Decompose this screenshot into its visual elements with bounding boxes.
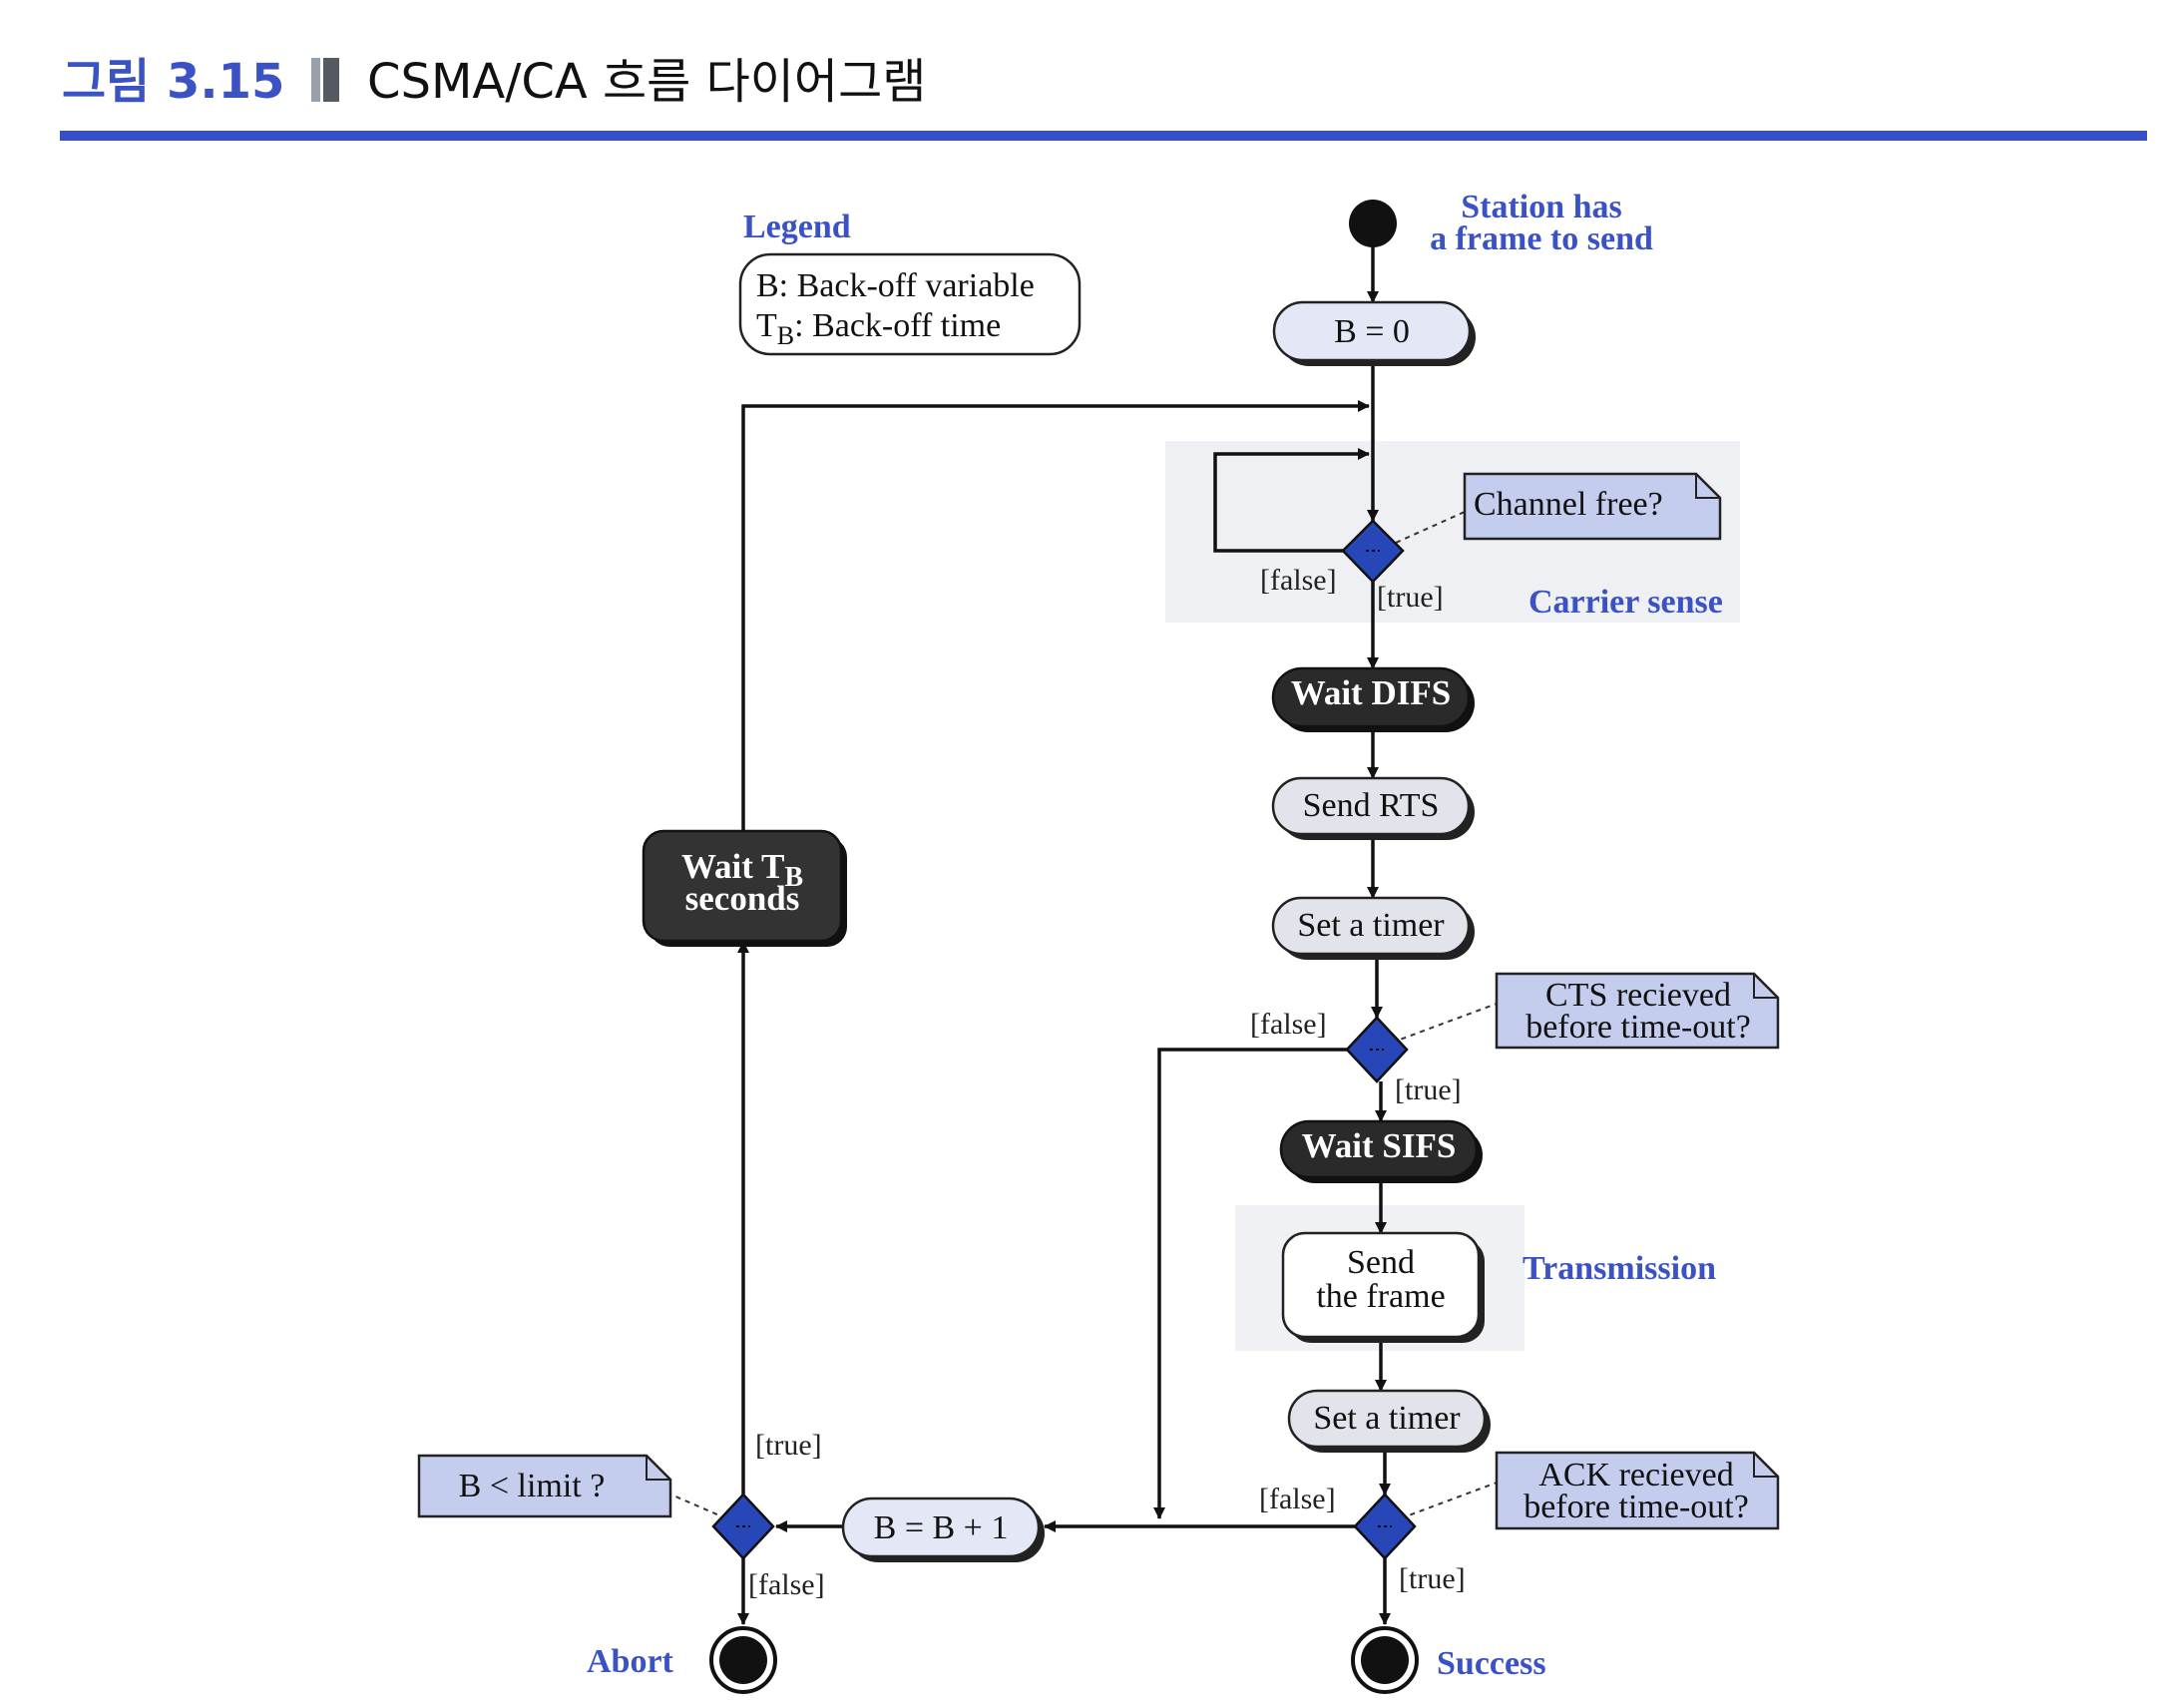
header-bar-icon-dark	[323, 58, 339, 102]
cts-true-guard: [true]	[1395, 1073, 1462, 1106]
send-frame-line1: Send	[1347, 1244, 1415, 1281]
ack-true-guard: [true]	[1399, 1562, 1466, 1595]
legend: Legend B: Back-off variable TB: Back-off…	[738, 209, 1082, 356]
ack-note: ACK recieved before time-out?	[1495, 1451, 1780, 1530]
connectors	[737, 245, 1391, 1625]
success-label: Success	[1437, 1645, 1546, 1682]
b-increment-node: B = B + 1	[841, 1496, 1045, 1562]
cts-note-line1: CTS recieved	[1545, 977, 1731, 1014]
carrier-sense-label: Carrier sense	[1528, 584, 1723, 621]
limit-true-guard: [true]	[755, 1429, 822, 1462]
cts-note-line2: before time-out?	[1525, 1009, 1751, 1046]
wait-difs-node: Wait DIFS	[1271, 666, 1475, 732]
wait-tb-line1: Wait TB	[681, 847, 803, 893]
start-label-line2: a frame to send	[1430, 220, 1653, 257]
b-equals-zero-label: B = 0	[1334, 313, 1410, 350]
abort-label: Abort	[587, 1643, 674, 1680]
cts-note: CTS recieved before time-out?	[1495, 972, 1780, 1050]
channel-free-decision	[1341, 519, 1405, 584]
b-equals-zero-node: B = 0	[1272, 300, 1476, 366]
success-end-node	[1351, 1626, 1419, 1694]
send-frame-line2: the frame	[1316, 1278, 1445, 1315]
start-label-line1: Station has	[1461, 189, 1622, 225]
cs-true-guard: [true]	[1377, 581, 1444, 614]
legend-line-backoff-variable: B: Back-off variable	[756, 267, 1035, 304]
figure-header: 그림 3.15 CSMA/CA 흐름 다이어그램	[60, 54, 2147, 141]
b-limit-text: B < limit ?	[459, 1468, 606, 1504]
cts-false-guard: [false]	[1250, 1008, 1327, 1041]
send-rts-node: Send RTS	[1271, 776, 1475, 840]
b-increment-label: B = B + 1	[874, 1509, 1009, 1546]
ack-note-line1: ACK recieved	[1538, 1457, 1733, 1494]
cs-false-guard: [false]	[1260, 564, 1337, 597]
wait-sifs-node: Wait SIFS	[1279, 1119, 1483, 1183]
set-timer-2-node: Set a timer	[1287, 1389, 1491, 1453]
wait-tb-node: Wait TB seconds	[642, 829, 847, 947]
limit-false-guard: [false]	[748, 1568, 825, 1601]
ack-decision	[1353, 1493, 1417, 1560]
b-limit-decision	[711, 1493, 775, 1560]
cts-decision	[1345, 1016, 1409, 1083]
set-timer-2-label: Set a timer	[1313, 1400, 1461, 1437]
legend-box	[738, 252, 1082, 356]
ack-note-line2: before time-out?	[1523, 1489, 1749, 1525]
legend-line-backoff-time: TB: Back-off time	[756, 307, 1001, 350]
set-timer-1-node: Set a timer	[1271, 896, 1475, 960]
channel-free-note: Channel free?	[1463, 472, 1722, 541]
figure-title: CSMA/CA 흐름 다이어그램	[367, 54, 926, 110]
transmission-label: Transmission	[1522, 1250, 1716, 1287]
wait-tb-line2: seconds	[685, 879, 800, 918]
legend-title: Legend	[743, 209, 851, 245]
send-rts-label: Send RTS	[1303, 787, 1440, 824]
channel-free-text: Channel free?	[1474, 486, 1663, 523]
figure-number: 그림 3.15	[62, 54, 284, 110]
send-frame-node: Send the frame	[1281, 1231, 1485, 1343]
header-bar-icon	[311, 58, 320, 102]
abort-end-node	[709, 1626, 777, 1694]
set-timer-1-label: Set a timer	[1297, 907, 1445, 944]
wait-sifs-label: Wait SIFS	[1302, 1126, 1457, 1165]
ack-false-guard: [false]	[1259, 1483, 1336, 1515]
note-connectors	[665, 511, 1498, 1519]
header-rule	[60, 131, 2147, 141]
b-limit-note: B < limit ?	[417, 1454, 672, 1518]
start-node	[1349, 200, 1397, 247]
wait-difs-label: Wait DIFS	[1291, 673, 1451, 712]
